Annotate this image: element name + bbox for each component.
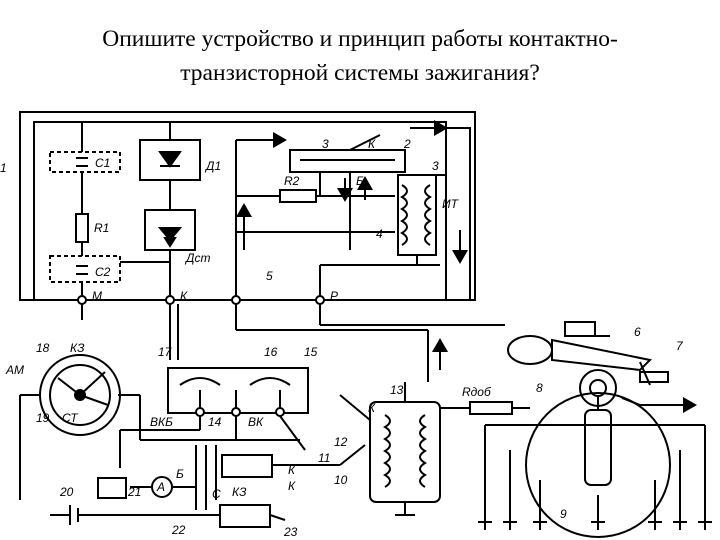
label-a-meter: А xyxy=(156,480,165,494)
callout-7: 7 xyxy=(676,339,684,353)
capacitor-c1 xyxy=(49,151,121,173)
callout-8: 8 xyxy=(536,381,543,395)
label-c1: C1 xyxy=(95,156,110,170)
starter-relay xyxy=(221,454,273,478)
label-s-small: С xyxy=(212,487,221,501)
label-k-term: К xyxy=(180,289,188,303)
label-k-coil: К xyxy=(368,401,376,415)
spark-plug-3 xyxy=(533,520,547,530)
callout-2: 2 xyxy=(403,137,411,151)
callout-15: 15 xyxy=(304,345,318,359)
label-vkb: ВКБ xyxy=(150,415,173,429)
label-am: АМ xyxy=(5,363,24,377)
spark-plug-1 xyxy=(478,520,492,530)
label-b: Б xyxy=(356,174,364,188)
label-k-top: К xyxy=(368,137,376,151)
callout-19: 19 xyxy=(36,411,50,425)
added-resistor-rdob xyxy=(469,401,513,415)
callout-1: 1 xyxy=(0,161,7,175)
callout-14: 14 xyxy=(208,415,222,429)
callout-21: 21 xyxy=(127,485,141,499)
callout-18: 18 xyxy=(36,341,50,355)
spark-plug-7 xyxy=(698,520,712,530)
label-kz: КЗ xyxy=(70,341,85,355)
label-st: СТ xyxy=(62,411,79,425)
label-b-small: Б xyxy=(176,467,184,481)
distributor-cap xyxy=(525,392,671,538)
callout-11: 11 xyxy=(318,451,330,465)
distributor-rotor xyxy=(584,409,612,486)
callout-23: 23 xyxy=(283,525,298,539)
spark-plug-5 xyxy=(648,520,662,530)
callout-17: 17 xyxy=(158,345,173,359)
spark-plug-4 xyxy=(591,520,605,530)
label-dst: Дст xyxy=(184,251,210,265)
callout-16: 16 xyxy=(264,345,278,359)
generator xyxy=(97,477,127,499)
callout-13: 13 xyxy=(390,383,404,397)
label-z: 3 xyxy=(322,137,329,151)
callout-12: 12 xyxy=(334,435,348,449)
label-r1: R1 xyxy=(94,221,109,235)
label-d1: Д1 xyxy=(204,159,221,173)
capacitor-c2 xyxy=(49,255,121,283)
callout-10: 10 xyxy=(334,473,348,487)
label-p: Р xyxy=(330,289,338,303)
ignition-system-schematic: C1 Д1 R1 Дст C2 М К Р R2 ИТ Б К 3 КЗ АМ … xyxy=(0,111,712,539)
callout-6: 6 xyxy=(634,325,641,339)
label-it: ИТ xyxy=(442,197,460,211)
breaker-cam xyxy=(507,335,553,365)
callout-9: 9 xyxy=(560,507,567,521)
callout-22: 22 xyxy=(171,523,186,537)
label-rdob: Rдоб xyxy=(462,385,492,399)
spark-plug-6 xyxy=(673,520,687,530)
callout-4: 4 xyxy=(376,227,383,241)
label-r2: R2 xyxy=(284,174,300,188)
callout-3: 3 xyxy=(432,159,439,173)
spark-plug-2 xyxy=(503,520,517,530)
label-kz2: КЗ xyxy=(232,485,247,499)
label-m: М xyxy=(92,289,102,303)
additional-resistor-block xyxy=(167,367,309,414)
starter-motor xyxy=(219,504,271,528)
callout-5: 5 xyxy=(266,269,273,283)
relay-contacts xyxy=(289,149,406,173)
title-line-2: транзисторной системы зажигания? xyxy=(180,60,540,86)
slide-title: Опишите устройство и принцип работы конт… xyxy=(0,22,720,90)
label-vk: ВК xyxy=(248,415,264,429)
resistor-r1 xyxy=(75,213,89,243)
callout-20: 20 xyxy=(59,485,74,499)
title-line-1: Опишите устройство и принцип работы конт… xyxy=(102,26,618,52)
ignition-coil xyxy=(369,401,441,503)
label-c2: C2 xyxy=(95,265,111,279)
label-k-small: К xyxy=(288,463,296,477)
resistor-r2 xyxy=(279,189,317,203)
label-k-small2: К xyxy=(288,479,296,493)
